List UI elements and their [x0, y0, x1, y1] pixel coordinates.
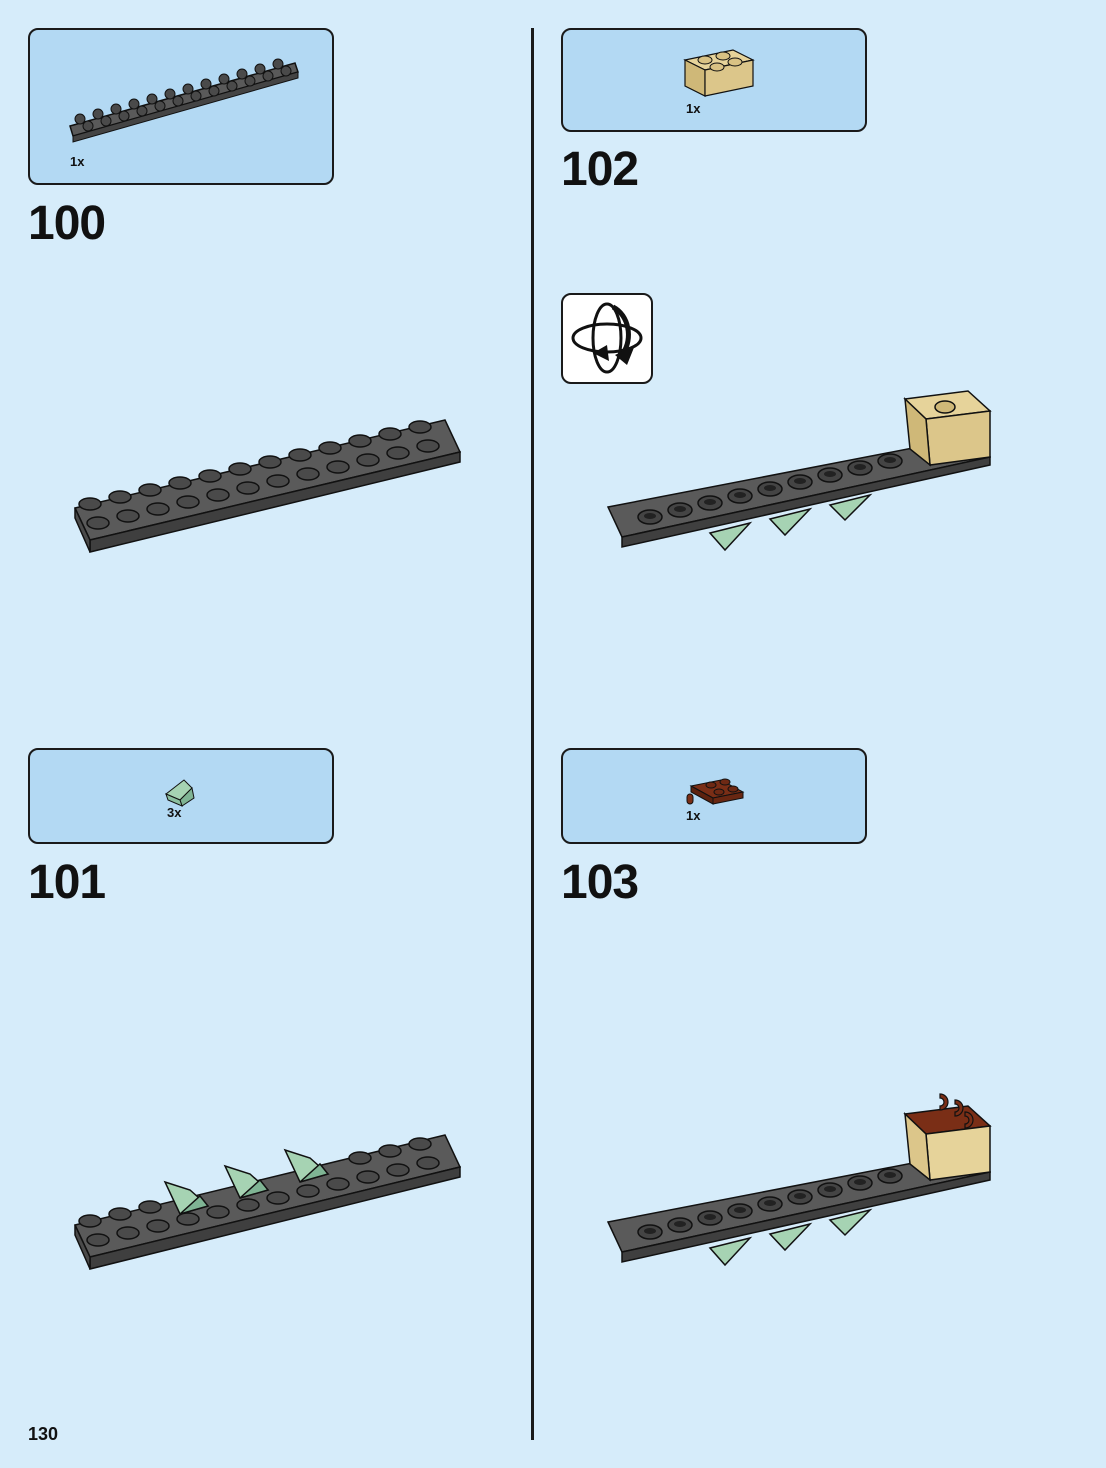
- step-number: 103: [561, 856, 639, 909]
- model-step-103: [606, 1093, 992, 1267]
- part-quantity: 1x: [686, 101, 701, 116]
- part-quantity: 3x: [167, 805, 182, 820]
- part-reddish-brown-plate-icon: [686, 778, 745, 805]
- column-divider: [531, 28, 534, 1440]
- model-step-100: [73, 419, 462, 553]
- step-number: 102: [561, 143, 639, 196]
- parts-callout-step-102: 1x: [561, 28, 867, 132]
- part-sand-green-slope-icon: [165, 779, 195, 807]
- parts-callout-step-100: 1x: [28, 28, 334, 185]
- rotate-model-icon: [561, 293, 653, 384]
- model-step-101: [73, 1134, 462, 1270]
- part-dark-grey-plate-icon: [69, 58, 299, 143]
- parts-callout-step-101: 3x: [28, 748, 334, 844]
- part-quantity: 1x: [70, 154, 85, 169]
- page-number: 130: [28, 1424, 59, 1444]
- part-quantity: 1x: [686, 808, 701, 823]
- parts-callout-step-103: 1x: [561, 748, 867, 844]
- step-number: 100: [28, 197, 106, 250]
- part-tan-brick-icon: [683, 49, 755, 97]
- step-number: 101: [28, 856, 106, 909]
- model-step-102: [606, 390, 992, 552]
